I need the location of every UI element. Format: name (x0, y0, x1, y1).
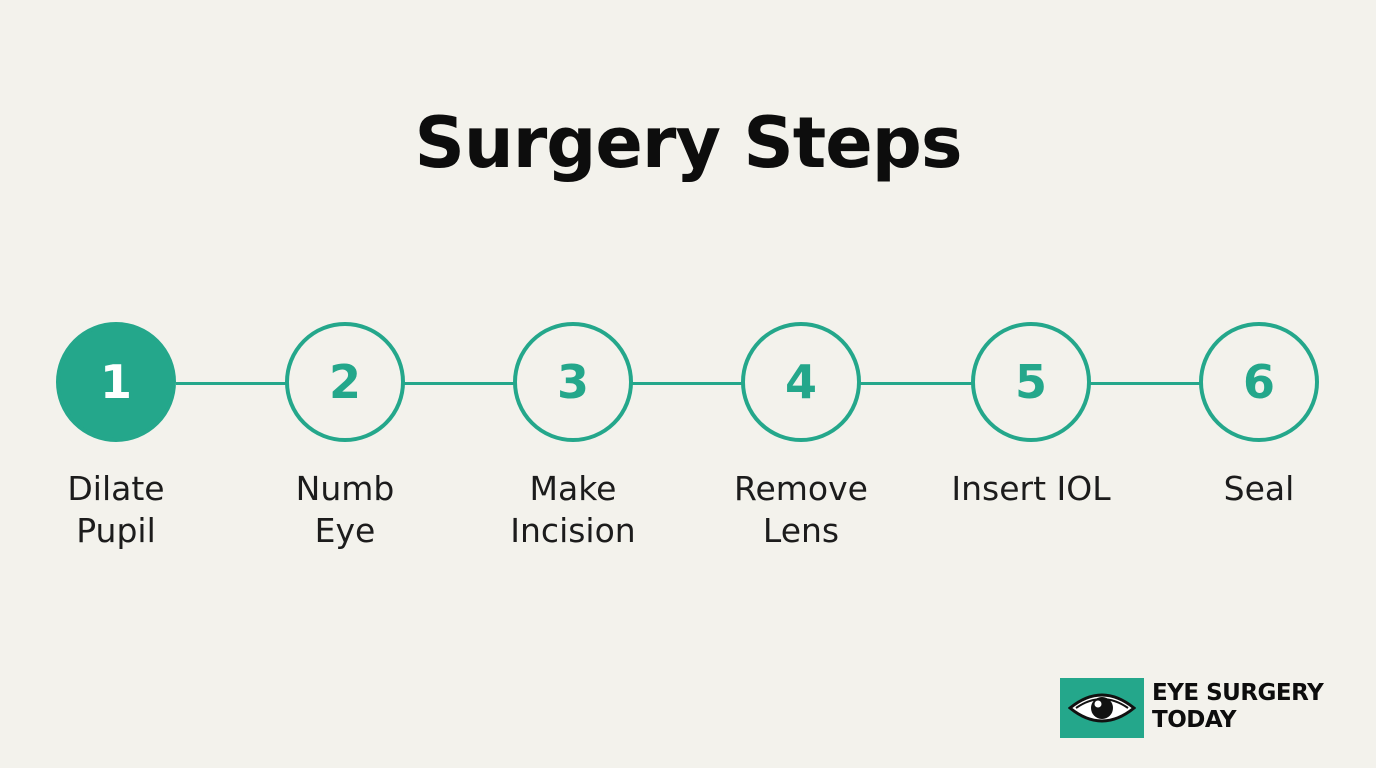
step-label: Remove Lens (734, 469, 868, 550)
step-number-circle: 5 (971, 322, 1091, 442)
logo-wordmark: EYE SURGERY TODAY (1152, 680, 1324, 734)
step-label: Seal (1223, 469, 1295, 508)
connector-line-2-3 (404, 382, 514, 385)
step-number-circle: 2 (285, 322, 405, 442)
step-number-circle: 4 (741, 322, 861, 442)
logo-line-1: EYE SURGERY (1152, 680, 1324, 706)
logo-badge (1060, 678, 1144, 738)
step-label: Dilate Pupil (67, 469, 165, 550)
step-label: Numb Eye (295, 469, 395, 550)
step-number-circle: 6 (1199, 322, 1319, 442)
connector-line-5-6 (1090, 382, 1200, 385)
eye-icon (1068, 693, 1136, 723)
brand-logo: EYE SURGERY TODAY (1060, 678, 1350, 740)
connector-line-1-2 (176, 382, 286, 385)
page-title: Surgery Steps (414, 102, 963, 184)
step-label: Insert IOL (951, 469, 1111, 508)
logo-line-2: TODAY (1152, 707, 1237, 733)
step-label: Make Incision (510, 469, 636, 550)
connector-line-4-5 (860, 382, 972, 385)
step-number-circle: 3 (513, 322, 633, 442)
connector-line-3-4 (632, 382, 742, 385)
step-number-circle: 1 (56, 322, 176, 442)
